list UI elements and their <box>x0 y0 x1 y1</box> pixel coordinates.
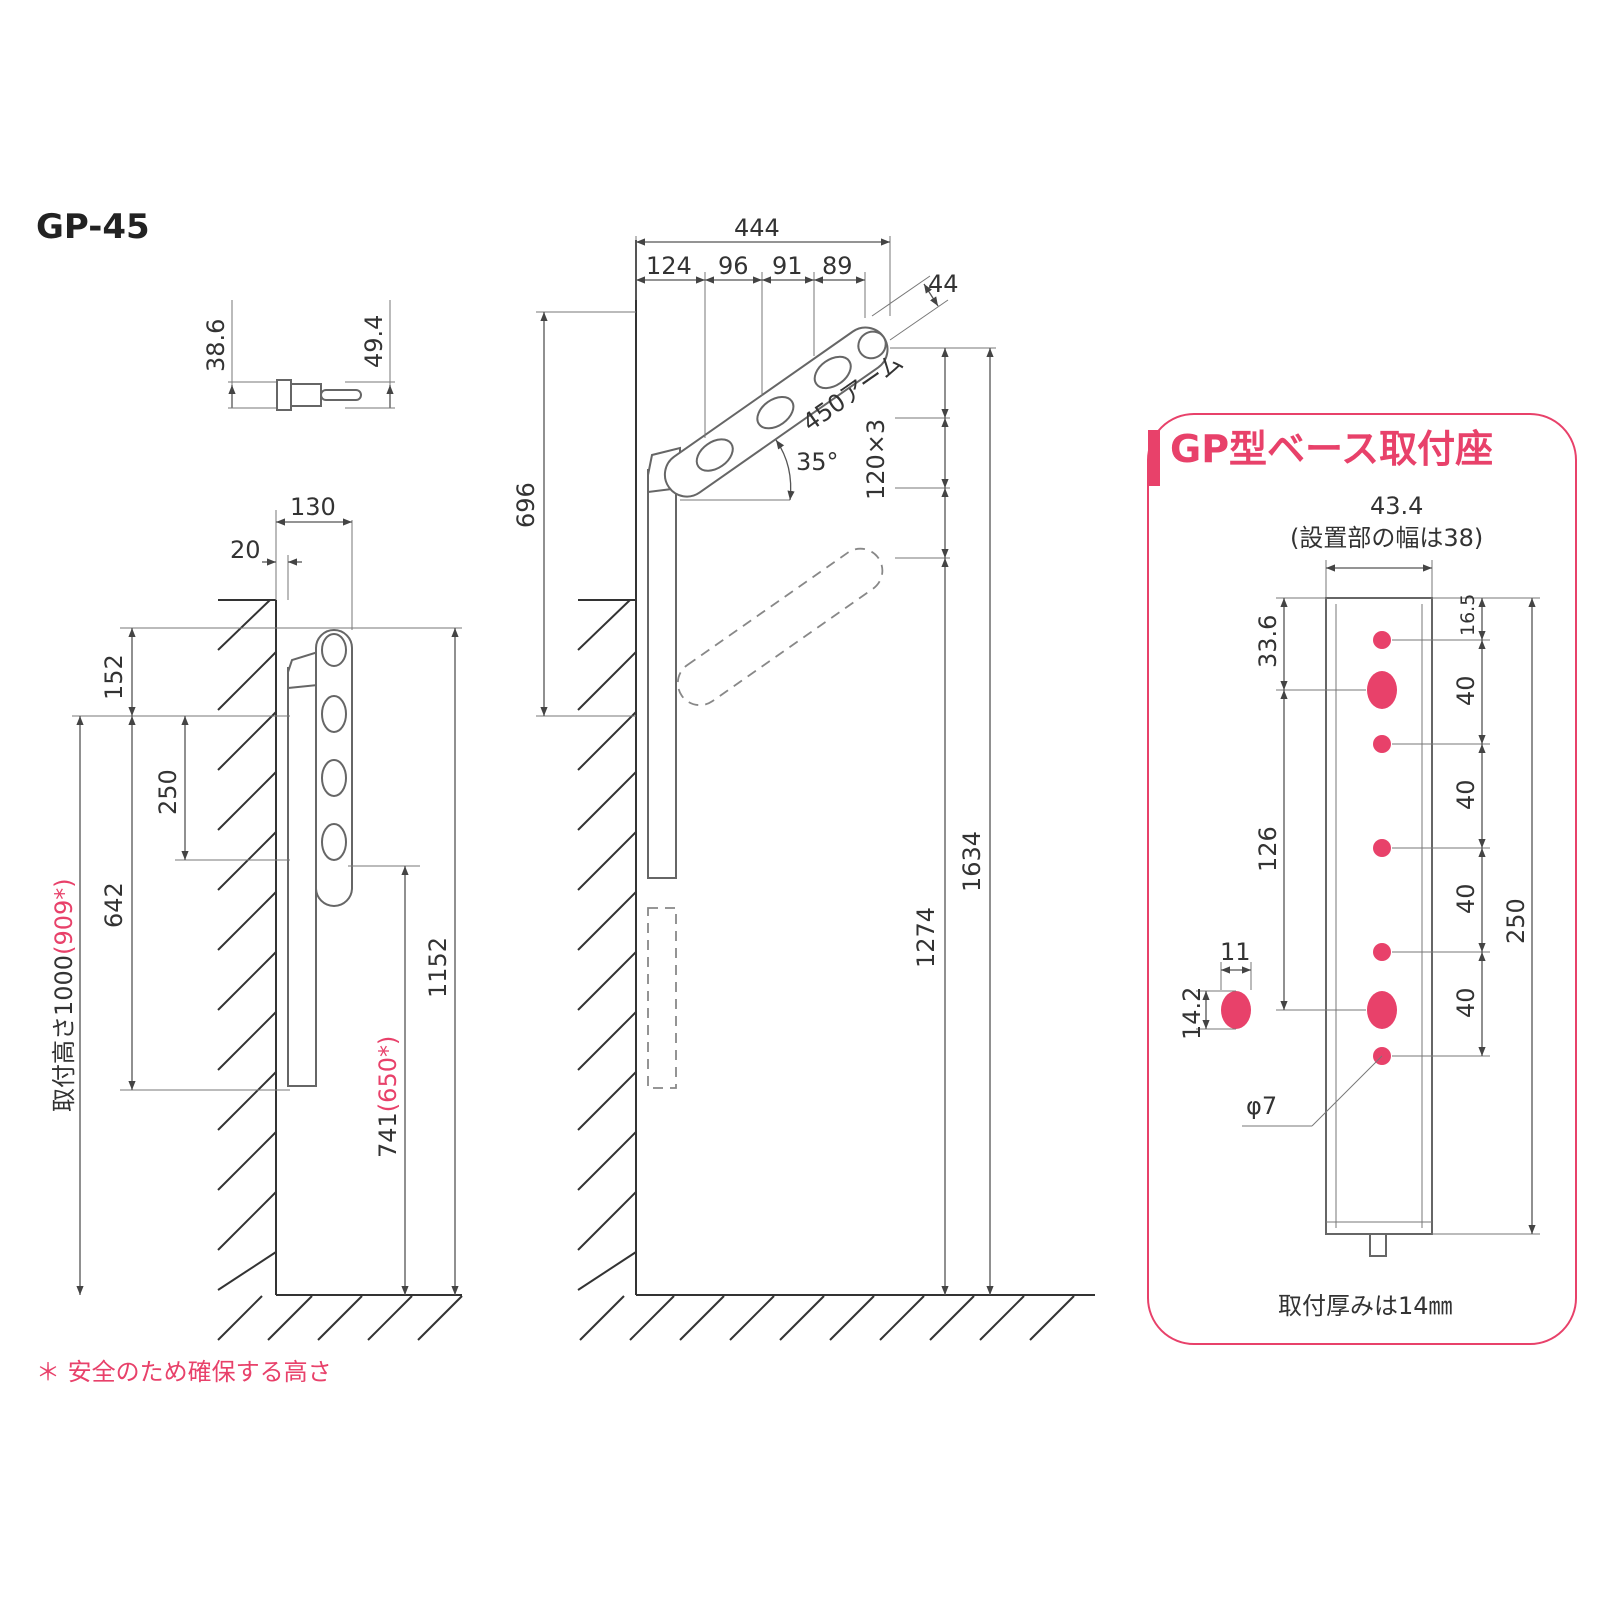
dim-1274: 1274 <box>912 907 940 968</box>
hole-diameter: φ7 <box>1246 1092 1277 1120</box>
center-view: 35° 444 124 96 91 89 44 450アーム 696 <box>512 214 1095 1341</box>
dim-96: 96 <box>718 252 749 280</box>
dim-1634: 1634 <box>958 831 986 892</box>
svg-text:741(650*): 741(650*) <box>374 1036 402 1158</box>
svg-text:取付高さ1000(909*): 取付高さ1000(909*) <box>50 878 78 1112</box>
dim-152: 152 <box>100 654 128 700</box>
dim-14-2: 14.2 <box>1178 987 1206 1040</box>
dim-49-4: 49.4 <box>360 315 388 368</box>
dim-696: 696 <box>512 482 540 528</box>
dim-40-c: 40 <box>1452 883 1480 914</box>
dim-250: 250 <box>154 769 182 815</box>
dim-40-d: 40 <box>1452 987 1480 1018</box>
dim-89: 89 <box>822 252 853 280</box>
thickness-note: 取付厚みは14㎜ <box>1278 1292 1453 1320</box>
low-height-value: 741 <box>374 1112 402 1158</box>
dim-40-b: 40 <box>1452 779 1480 810</box>
left-view: 130 20 152 250 642 1152 取付高さ1000(909*) 7… <box>50 493 463 1341</box>
dim-1152: 1152 <box>424 937 452 998</box>
pitch-120x3: 120×3 <box>862 419 890 500</box>
base-panel-title: GP型ベース取付座 <box>1170 427 1493 471</box>
base-width: 43.4 <box>1370 492 1423 520</box>
dim-16-5: 16.5 <box>1457 594 1479 636</box>
dim-11: 11 <box>1220 938 1251 966</box>
dim-126: 126 <box>1254 826 1282 872</box>
angle-35: 35° <box>796 448 839 476</box>
dim-124: 124 <box>646 252 692 280</box>
dim-444: 444 <box>734 214 780 242</box>
low-height-safe: (650*) <box>374 1036 402 1113</box>
dim-44: 44 <box>928 270 959 298</box>
base-panel: GP型ベース取付座 43.4 (設置部の幅は38) <box>1147 413 1577 1345</box>
mount-height-label: 取付高さ1000 <box>50 955 78 1112</box>
dim-38-6: 38.6 <box>202 319 230 372</box>
dim-91: 91 <box>772 252 803 280</box>
safety-footnote: ＊ 安全のため確保する高さ <box>36 1358 332 1386</box>
dim-33-6: 33.6 <box>1254 615 1282 668</box>
base-width-note: (設置部の幅は38) <box>1290 524 1483 552</box>
dim-642: 642 <box>100 882 128 928</box>
mount-height-safe: (909*) <box>50 878 78 955</box>
dim-20: 20 <box>230 536 261 564</box>
dim-130: 130 <box>290 493 336 521</box>
dim-250-base: 250 <box>1502 898 1530 944</box>
model-title: GP-45 <box>36 207 150 247</box>
top-view: 38.6 49.4 <box>202 300 395 411</box>
dim-40-a: 40 <box>1452 675 1480 706</box>
